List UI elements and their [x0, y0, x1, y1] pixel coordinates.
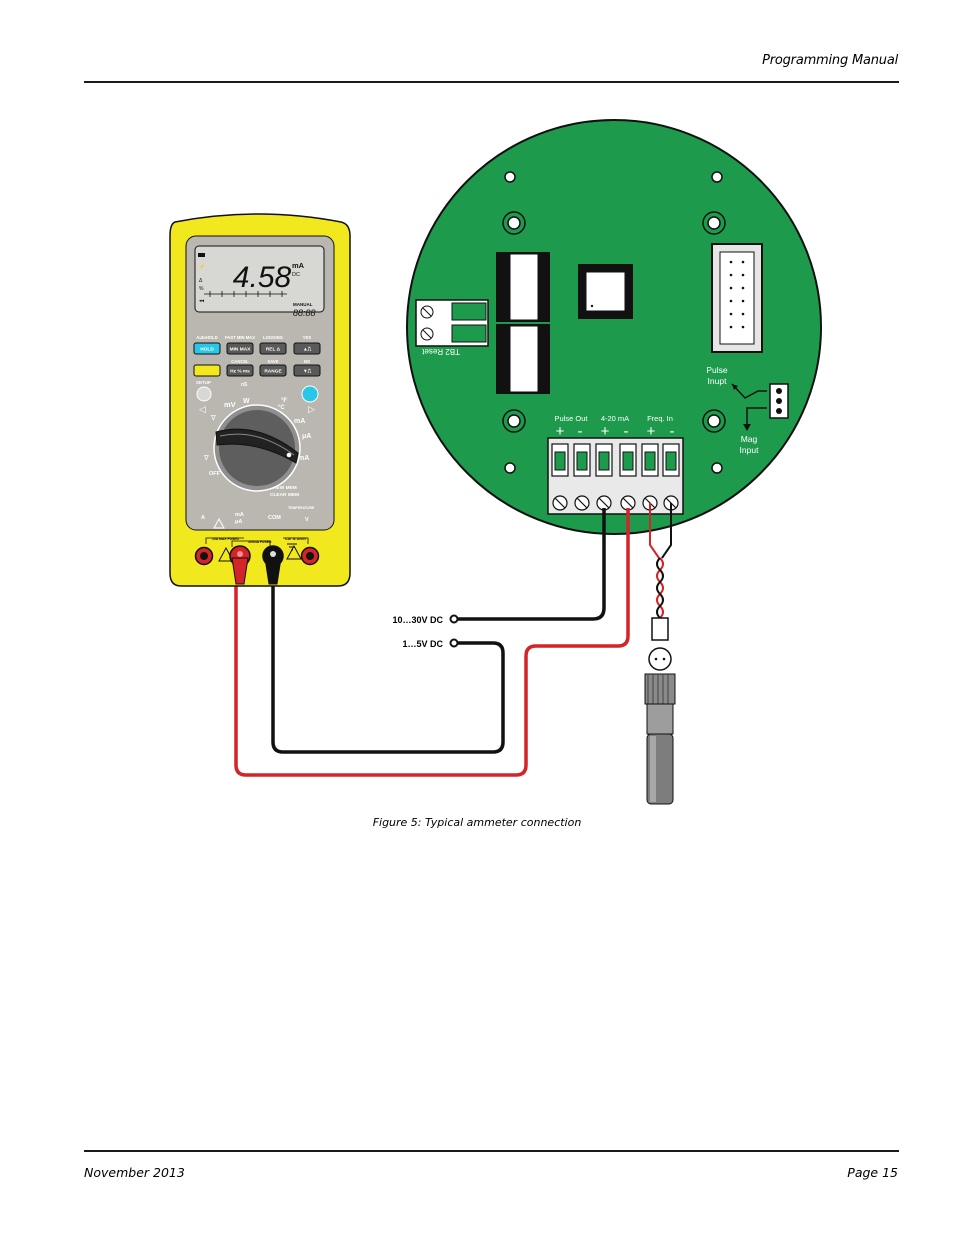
up-button[interactable]: [293, 342, 321, 355]
label-fast-minmax: FAST MIN MAX: [225, 335, 255, 340]
ic-chip-lower: [496, 324, 550, 394]
polarity-5: +: [647, 423, 656, 440]
input-jumper: [731, 383, 789, 431]
label-logging: LOGGING: [263, 335, 283, 340]
minmax-button[interactable]: [226, 342, 254, 355]
pulse-input-label-1: Pulse: [706, 365, 728, 375]
range-button-label: RANGE: [264, 369, 282, 375]
dial-off: OFF: [209, 471, 221, 477]
black-probe[interactable]: [262, 545, 284, 585]
signal-terminal-dot: [449, 638, 459, 648]
jack-label-a: A: [201, 515, 205, 521]
footer-date: November 2013: [84, 1165, 185, 1180]
svg-text:%: %: [199, 286, 204, 292]
fuse-label-cat: CAT III 1000V: [285, 537, 307, 541]
footer-page: Page 15: [847, 1165, 898, 1180]
polarity-2: -: [578, 423, 583, 440]
tb2-reset-terminal: [415, 299, 489, 347]
svg-text:⚡: ⚡: [199, 263, 205, 270]
range-button[interactable]: [259, 364, 287, 377]
supply-wire-label: 10…30V DC: [392, 615, 443, 625]
wires: [234, 508, 630, 777]
terminal-block: [547, 437, 684, 515]
polarity-6: -: [670, 423, 675, 440]
meter-reading: 4.58: [233, 261, 292, 294]
svg-text:Δ: Δ: [199, 278, 203, 284]
setup-button[interactable]: [196, 386, 212, 402]
magnetic-sensor: [644, 503, 676, 805]
dial-f: °F: [281, 398, 287, 404]
down-button-label: ▼⎍: [303, 369, 312, 375]
mag-input-label-2: Input: [740, 445, 760, 455]
multimeter: ⚡ Δ % ◂◂ 4.58 mA DC MANUAL 88:88 AutoHOL…: [169, 213, 351, 587]
label-yes: YES: [303, 335, 312, 340]
dial-view-mem: VIEW MEM: [272, 485, 297, 491]
figure-caption: Figure 5: Typical ammeter connection: [372, 816, 582, 829]
down-button[interactable]: [293, 364, 321, 377]
polarity-1: +: [556, 423, 565, 440]
jack-label-com: COM: [268, 515, 281, 521]
dial-ma-lower: mA: [298, 455, 309, 462]
pin-header: [711, 243, 763, 353]
svg-text:∇: ∇: [210, 414, 216, 422]
group-label-freq-in: Freq. In: [647, 414, 673, 423]
ic-chip-square: [578, 264, 633, 319]
meter-unit-sub: DC: [292, 272, 300, 278]
rel-button[interactable]: [259, 342, 287, 355]
label-autohold: AutoHOLD: [196, 335, 217, 340]
circuit-board: TB2 Reset Pulse Inupt Mag Input Pulse Ou…: [406, 119, 822, 535]
setup-label: SETUP: [196, 380, 211, 385]
jack-label-ua: μA: [235, 519, 242, 525]
hz-button[interactable]: [226, 364, 254, 377]
meter-manual: MANUAL: [293, 302, 313, 307]
signal-wire-label: 1…5V DC: [402, 639, 443, 649]
dial-ua: μA: [302, 433, 311, 440]
header-rule: [84, 81, 899, 83]
rel-button-label: REL Δ: [266, 347, 281, 353]
dial-w: W: [243, 398, 250, 405]
dial-ma-right: mA: [294, 418, 305, 425]
ic-chip-upper: [496, 252, 550, 322]
jack-label-v: V: [305, 517, 309, 523]
mounting-holes: [502, 171, 726, 474]
dial-clear-mem: CLEAR MEM: [270, 492, 299, 498]
hz-button-label: Hz % ms: [230, 369, 250, 375]
header-title: Programming Manual: [762, 53, 898, 68]
svg-text:◂◂: ◂◂: [199, 298, 205, 304]
backlight-button[interactable]: [193, 364, 221, 377]
dial-temperature: TEMPERATURE: [288, 506, 315, 510]
red-probe[interactable]: [229, 545, 251, 585]
svg-text:◁: ◁: [199, 404, 206, 414]
dial-ns: nS: [241, 382, 248, 388]
polarity-4: -: [624, 423, 629, 440]
minmax-button-label: MIN MAX: [230, 347, 252, 353]
label-save: SAVE: [267, 359, 278, 364]
hold-button-label: HOLD: [200, 347, 214, 353]
meter-unit: mA: [292, 261, 305, 270]
rotary-dial[interactable]: [213, 404, 301, 492]
dial-mv: mV: [224, 400, 236, 409]
meter-small-digits: 88:88: [293, 308, 316, 318]
fuse-label-400ma: 400mA FUSED: [248, 540, 272, 544]
jack-label-ma: mA: [235, 512, 244, 518]
polarity-3: +: [601, 423, 610, 440]
jack-panel: 10A MAX FUSED 400mA FUSED CAT III 1000V: [194, 537, 320, 566]
hold-button[interactable]: [193, 342, 221, 355]
dial-c: °C: [278, 405, 285, 411]
tb2-reset-label: TB2 Reset: [421, 347, 460, 356]
label-cancel: CANCEL: [231, 359, 249, 364]
mag-input-label-1: Mag: [741, 434, 758, 444]
footer-rule: [84, 1150, 899, 1152]
group-label-pulse-out: Pulse Out: [555, 414, 589, 423]
supply-terminal-dot: [449, 614, 459, 624]
pulse-input-label-2: Inupt: [708, 376, 728, 386]
label-no: NO: [304, 359, 311, 364]
fuse-label-10a: 10A MAX FUSED: [212, 537, 240, 541]
up-button-label: ▲⎍: [303, 347, 312, 353]
info-button[interactable]: [301, 385, 319, 403]
svg-text:∇: ∇: [203, 454, 209, 462]
svg-text:▷: ▷: [308, 404, 315, 414]
group-label-4-20ma: 4-20 mA: [601, 414, 629, 423]
